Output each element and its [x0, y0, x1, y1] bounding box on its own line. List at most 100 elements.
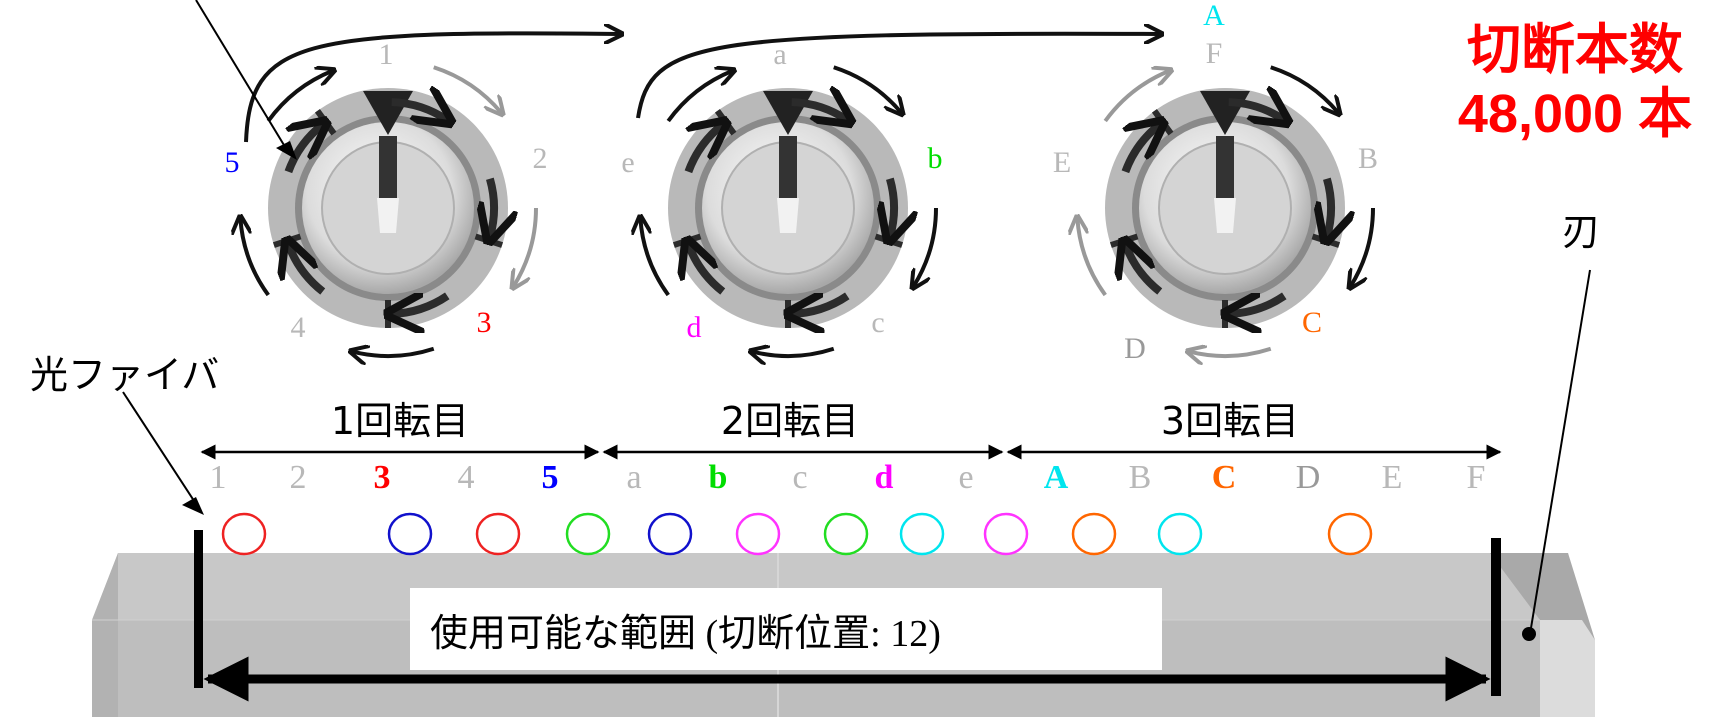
usable-range-text: 使用可能な範囲 (切断位置: 12)	[430, 612, 941, 655]
dial-ring-arrow	[288, 244, 326, 295]
cut-mark-circle	[983, 512, 1029, 556]
dial-label: b	[928, 142, 943, 175]
dial-ring-arrow	[791, 102, 848, 120]
position-label: C	[1212, 459, 1237, 496]
cut-mark-circle	[899, 512, 945, 556]
rotation-2-label: 2回転目	[721, 399, 859, 443]
dial-outer-arrow	[640, 218, 670, 297]
dial-label: e	[621, 146, 634, 179]
range-markers	[194, 530, 1536, 702]
cut-mark-circle	[387, 512, 433, 556]
cut-mark-circle	[221, 512, 267, 556]
dial-label: A	[1203, 0, 1225, 32]
position-label: 4	[458, 459, 475, 496]
usable-range-label: 使用可能な範囲 (切断位置: 12)	[410, 588, 1162, 670]
left-end-bar	[194, 530, 203, 688]
dial-label: F	[1206, 37, 1223, 70]
fiber-leader-head	[182, 497, 204, 515]
dial-hub	[377, 198, 399, 233]
dial-label: D	[1124, 332, 1146, 365]
cut-count: 切断本数 48,000 本	[1430, 18, 1720, 146]
dial-outer-arrow	[752, 349, 835, 356]
dial-outer-arrow	[433, 65, 502, 113]
dial-ring-arrow	[284, 124, 322, 174]
position-label: c	[792, 459, 807, 496]
cut-count-value: 48,000 本	[1457, 84, 1693, 144]
dial-label: B	[1358, 142, 1378, 175]
dials: 1 2 3 4 5 a b c d e AF B C D E	[225, 0, 1378, 365]
dial-ring-arrow	[490, 177, 494, 237]
dial-label: 5	[225, 146, 240, 179]
position-label: e	[958, 459, 973, 496]
transition-arrow-2-to-3	[636, 34, 1160, 119]
cut-count-title: 切断本数	[1467, 20, 1683, 80]
blade-label: 刃	[1562, 212, 1600, 254]
dial-pointer	[1216, 136, 1234, 198]
right-end-bar	[1491, 538, 1501, 696]
dial-label: 1	[379, 38, 394, 71]
dial-pointer	[779, 136, 797, 198]
position-label: 2	[290, 459, 307, 496]
dial-outer-arrow	[833, 65, 902, 113]
dial-outer-arrow	[266, 71, 332, 123]
dial-label: a	[773, 38, 786, 71]
top-leader-head	[276, 141, 297, 160]
dial-outer-arrow	[1077, 218, 1107, 297]
dial-outer-arrow	[514, 207, 538, 286]
cut-mark-circle	[565, 512, 611, 556]
fiber-label: 光ファイバ	[30, 355, 219, 397]
dial-ring-arrow	[1327, 177, 1331, 237]
dial-ring-arrow	[1228, 102, 1285, 120]
dial-ring-arrow	[391, 102, 448, 120]
dial-2: a b c d e	[621, 38, 943, 356]
position-label: E	[1382, 459, 1403, 496]
dial-hub	[777, 198, 799, 233]
dial-hub	[1214, 198, 1236, 233]
cut-marks	[221, 512, 1373, 556]
fiber-leader-line	[122, 391, 201, 511]
rotation-labels: 1回転目 2回転目 3回転目	[331, 399, 1299, 443]
dial-ring-arrow	[1125, 244, 1163, 295]
position-label: d	[875, 459, 894, 496]
blade-leader-line	[1530, 269, 1591, 629]
position-label: A	[1044, 459, 1069, 496]
cut-mark-circle	[475, 512, 521, 556]
cut-mark-circle	[823, 512, 869, 556]
dial-ring-arrow	[392, 292, 450, 314]
position-label: b	[709, 459, 728, 496]
cut-mark-circle	[735, 512, 781, 556]
dial-1: 1 2 3 4 5	[225, 38, 548, 356]
dial-outer-arrow	[666, 71, 732, 123]
blade-point	[1522, 627, 1536, 641]
dial-ring-arrow	[684, 124, 722, 174]
dial-3: AF B C D E	[1053, 0, 1378, 365]
cut-mark-circle	[1157, 512, 1203, 556]
dial-outer-arrow	[914, 207, 938, 286]
dial-ring-arrow	[1229, 292, 1287, 314]
cut-mark-circle	[647, 512, 693, 556]
top-leader-line	[195, 0, 291, 156]
dial-ring-arrow	[1121, 124, 1159, 174]
rotation-3-label: 3回転目	[1161, 399, 1299, 443]
dial-label: 4	[291, 311, 306, 344]
dial-label: d	[687, 311, 702, 344]
dial-label: 3	[477, 306, 492, 339]
position-label: a	[626, 459, 641, 496]
leader-lines	[122, 0, 1591, 629]
cut-mark-circle	[1327, 512, 1373, 556]
dial-label: c	[871, 306, 884, 339]
position-label: 1	[210, 459, 227, 496]
dial-outer-arrow	[1189, 349, 1272, 356]
dial-pointer	[379, 136, 397, 198]
position-label: 3	[374, 459, 391, 496]
dial-label: C	[1302, 306, 1322, 339]
position-label: D	[1296, 459, 1321, 496]
dial-label: E	[1053, 146, 1071, 179]
dial-outer-arrow	[352, 349, 435, 356]
rotation-1-label: 1回転目	[331, 399, 469, 443]
dial-label: 2	[533, 142, 548, 175]
cut-mark-circle	[1071, 512, 1117, 556]
dial-ring-arrow	[688, 244, 726, 295]
